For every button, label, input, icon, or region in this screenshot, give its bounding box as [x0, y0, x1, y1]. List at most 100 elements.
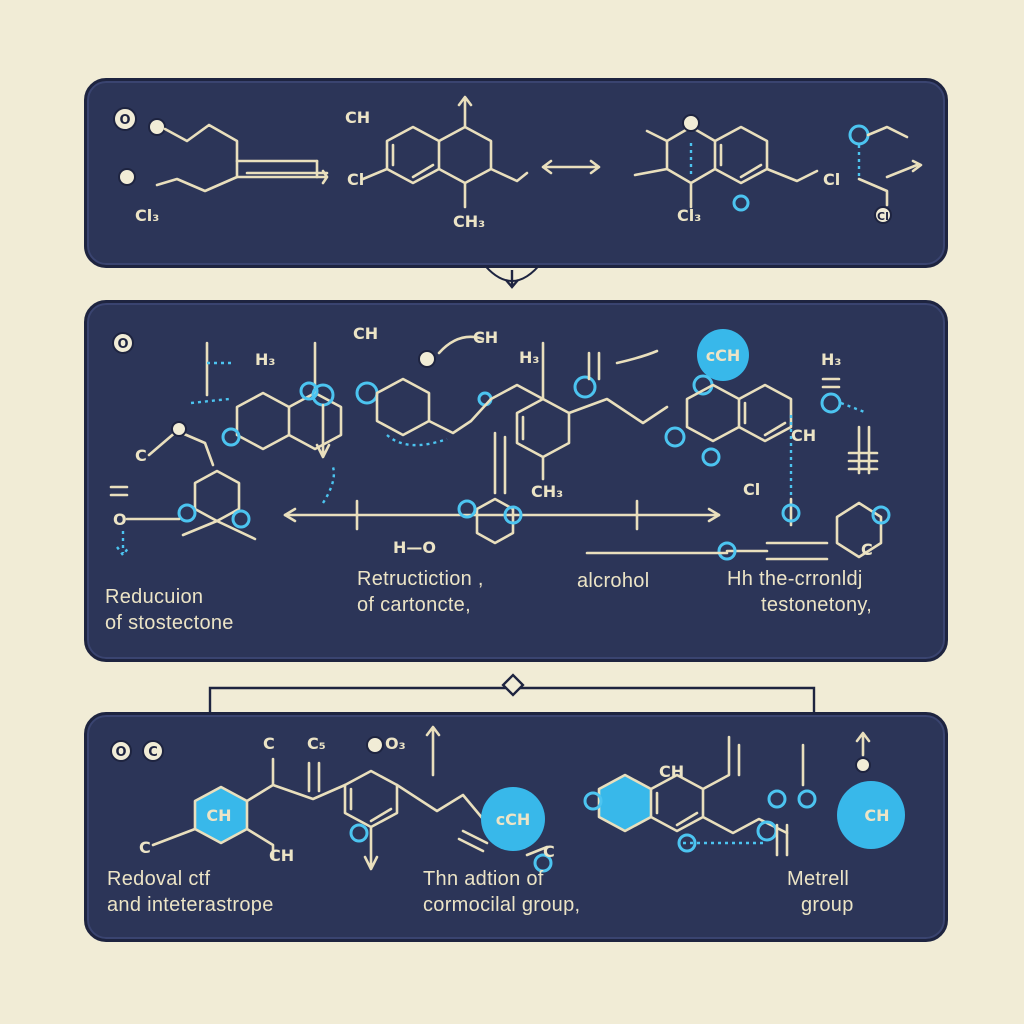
stacked-bonds	[493, 431, 507, 495]
benzene-ring	[665, 125, 717, 185]
chlorine-atom	[874, 206, 892, 224]
double-bonds	[391, 143, 435, 179]
panel-2-structures: O H₃ C O CH CH H₃	[109, 324, 891, 561]
reaction-panel-1: O Cl₃ CH Cl CH₃ Cl₃	[84, 78, 948, 268]
atom-label: H—O	[393, 538, 436, 557]
fused-ring	[287, 391, 343, 451]
benzene-ring	[649, 773, 705, 833]
atom-label: H₃	[255, 350, 275, 369]
bubble-label: cCH	[496, 810, 531, 829]
benzene-ring	[685, 383, 741, 443]
bond-line	[361, 167, 389, 181]
cyclohexane-ring	[193, 469, 241, 523]
atom-label: H₃	[821, 350, 841, 369]
double-bond	[857, 425, 871, 475]
highlight-atom	[797, 789, 817, 809]
benzene-ring	[343, 769, 399, 829]
highlight-atom	[717, 541, 737, 561]
up-arrow-icon	[457, 95, 473, 129]
step-marker-label: O	[117, 337, 128, 352]
highlighted-ring	[599, 775, 651, 831]
benzene-ring	[835, 501, 883, 559]
left-arrowhead-icon	[283, 507, 297, 523]
atom-label: Cl	[347, 170, 364, 189]
atom-label: CH	[791, 426, 816, 445]
bond-line	[271, 783, 347, 801]
label-methyl-2: group	[801, 894, 854, 916]
down-arrow-icon	[505, 270, 519, 289]
benzene-ring	[713, 125, 769, 185]
bond-line	[866, 125, 909, 139]
bond-line	[525, 845, 549, 857]
bubble-label: cCH	[706, 346, 741, 365]
label-hh: Hh the-crronldj	[727, 568, 863, 590]
oxygen-atom	[171, 421, 187, 437]
atom-label: Cl	[877, 210, 889, 223]
label-retruction-2: of cartoncte,	[357, 594, 471, 616]
bond-line	[437, 335, 485, 355]
oxygen-atom	[118, 168, 136, 186]
atom-label: CH	[269, 846, 294, 865]
bond-line	[489, 167, 529, 183]
step-marker-label: O	[119, 113, 130, 128]
down-arrow-icon	[315, 403, 331, 459]
hydrogen-bond-icon	[321, 466, 336, 504]
label-methyl: Metrell	[787, 868, 850, 890]
atom-label: C	[135, 446, 147, 465]
label-hh-2: testonetony,	[761, 594, 873, 616]
up-arrow-icon	[425, 725, 441, 777]
bond-line	[701, 735, 741, 791]
bond-line	[427, 397, 493, 435]
right-arrow-icon	[857, 159, 923, 207]
double-bond	[307, 761, 321, 793]
bond-line	[151, 827, 197, 847]
highlight-bubble	[697, 329, 749, 381]
highlight-atom	[231, 509, 251, 529]
atom-label: O₃	[385, 734, 406, 753]
atom-label: CH	[473, 328, 498, 347]
atom-label: CH	[345, 108, 370, 127]
highlight-atom	[355, 381, 379, 405]
oxygen-atom	[148, 118, 166, 136]
atom-label: C₅	[307, 734, 326, 753]
hydrogen-bond-icon	[386, 434, 448, 447]
tick-marks	[355, 499, 639, 531]
label-reduction: Reducuion	[105, 586, 204, 608]
bond-line	[395, 783, 485, 821]
bond-line	[181, 519, 257, 541]
cyclohexane-ring	[235, 391, 291, 451]
step-marker-label: C	[148, 745, 158, 760]
label-removal: Redoval ctf	[107, 868, 211, 890]
oxygen-atom	[855, 757, 871, 773]
equilibrium-arrow-icon	[541, 159, 601, 175]
atom-label: Cl₃	[677, 206, 701, 225]
highlight-atom	[848, 124, 870, 146]
highlight-atom	[299, 381, 319, 401]
bond-line	[615, 349, 659, 365]
cyclohexane-ring	[375, 377, 431, 437]
carbon-chain	[155, 123, 239, 193]
oxygen-atom	[418, 350, 436, 368]
highlight-atom	[533, 853, 553, 873]
atom-label: C	[139, 838, 151, 857]
highlight-atom	[477, 391, 493, 407]
bubble-label: CH	[206, 806, 231, 825]
highlight-atom	[820, 392, 842, 414]
panel-3-structures: O C CH C CH C C₅ O₃ cCH C	[110, 725, 905, 873]
hydrogen-bond-icon	[840, 401, 868, 415]
double-bonds	[349, 787, 393, 823]
down-arrow-icon	[363, 825, 379, 871]
highlight-atom	[583, 791, 603, 811]
highlight-atom	[503, 505, 523, 525]
double-bond	[587, 351, 601, 381]
double-bond	[821, 377, 841, 389]
bond-line	[245, 757, 275, 803]
label-removal-2: and inteterastrope	[107, 894, 274, 916]
atom-label: O	[113, 510, 127, 529]
highlight-atom	[664, 426, 686, 448]
bond-line	[633, 129, 669, 177]
highlight-bubble	[837, 781, 905, 849]
double-bond	[457, 829, 489, 853]
oxygen-atom	[682, 114, 700, 132]
highlight-atom	[177, 503, 197, 523]
